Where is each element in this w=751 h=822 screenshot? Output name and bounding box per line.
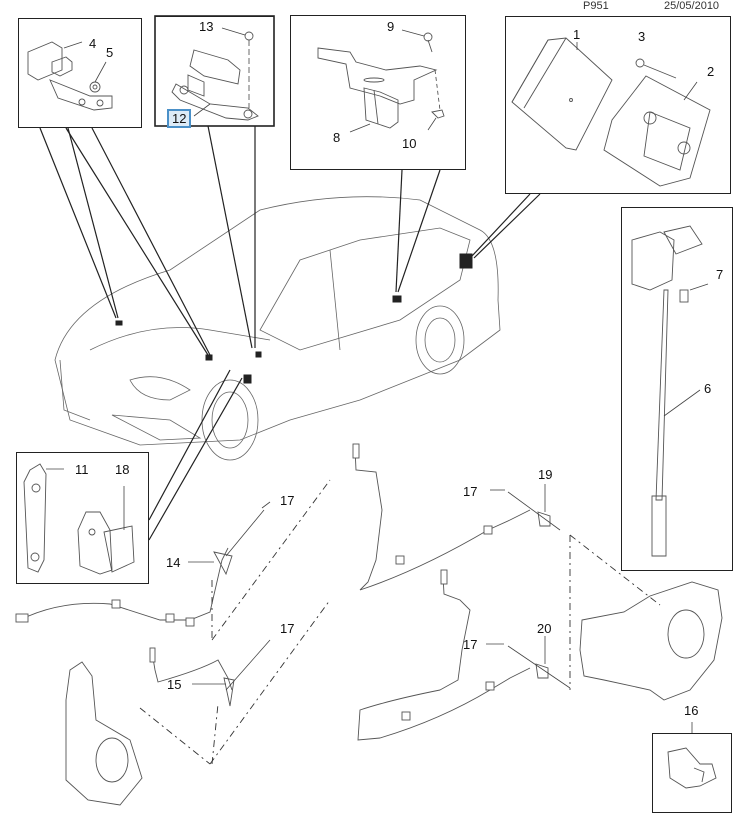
part-11-bracket-illustration bbox=[23, 463, 47, 573]
callout-17-front-right[interactable]: 17 bbox=[280, 621, 295, 636]
part-20-harness-illustration bbox=[357, 569, 549, 741]
part-10-clip-illustration bbox=[431, 109, 445, 119]
callout-3[interactable]: 3 bbox=[638, 29, 646, 44]
inset-box-8-9-10 bbox=[290, 15, 466, 170]
callout-2[interactable]: 2 bbox=[707, 64, 715, 79]
page-code: P951 bbox=[583, 0, 609, 12]
callout-17-rear-right[interactable]: 17 bbox=[463, 637, 478, 652]
front-knuckle-illustration bbox=[65, 661, 143, 806]
leader-lines bbox=[39, 125, 541, 541]
inset-box-11-18 bbox=[16, 452, 149, 584]
part-12-sensor-illustration bbox=[171, 49, 259, 121]
part-7-bolt-illustration bbox=[679, 289, 689, 303]
callout-19[interactable]: 19 bbox=[538, 467, 553, 482]
callout-8[interactable]: 8 bbox=[333, 130, 341, 145]
part-4-sensor-illustration bbox=[27, 41, 113, 111]
rear-knuckle-illustration bbox=[579, 581, 723, 701]
vehicle-outline-illustration bbox=[54, 196, 501, 461]
inset-box-6-7 bbox=[621, 207, 733, 571]
part-19-harness-illustration bbox=[352, 443, 551, 591]
inset-box-16 bbox=[652, 733, 732, 813]
part-8-bracket-illustration bbox=[317, 47, 438, 129]
callout-17-rear-left[interactable]: 17 bbox=[463, 484, 478, 499]
callout-1[interactable]: 1 bbox=[573, 27, 581, 42]
callout-10[interactable]: 10 bbox=[402, 136, 417, 151]
callout-14[interactable]: 14 bbox=[166, 555, 181, 570]
callout-13[interactable]: 13 bbox=[199, 19, 214, 34]
callout-4[interactable]: 4 bbox=[89, 36, 97, 51]
part-3-bolt-illustration bbox=[635, 58, 677, 79]
inset-box-4-5 bbox=[18, 18, 142, 128]
part-15-harness-illustration bbox=[149, 647, 235, 707]
inset-box-12-13 bbox=[155, 16, 274, 316]
callout-11[interactable]: 11 bbox=[75, 462, 89, 477]
callout-17-front-left[interactable]: 17 bbox=[280, 493, 295, 508]
inset-box-1-2-3 bbox=[505, 16, 731, 194]
callout-20[interactable]: 20 bbox=[537, 621, 552, 636]
callout-18[interactable]: 18 bbox=[115, 462, 130, 477]
inset-frame-12-13 bbox=[154, 15, 275, 127]
part-2-bracket-illustration bbox=[603, 75, 711, 187]
callout-16[interactable]: 16 bbox=[684, 703, 699, 718]
callout-12-selected[interactable]: 12 bbox=[167, 109, 192, 128]
callout-5[interactable]: 5 bbox=[106, 45, 114, 60]
part-13-nut-illustration bbox=[244, 31, 254, 41]
page-date: 25/05/2010 bbox=[664, 0, 720, 12]
vehicle-sensor-markers bbox=[115, 253, 473, 384]
part-6-sensor-illustration bbox=[631, 225, 703, 557]
callout-9[interactable]: 9 bbox=[387, 19, 395, 34]
part-16-connector-illustration bbox=[667, 747, 717, 789]
callout-7[interactable]: 7 bbox=[716, 267, 724, 282]
part-18-bracket-illustration bbox=[77, 511, 135, 575]
part-14-harness-illustration bbox=[15, 547, 233, 627]
part-9-bolt-illustration bbox=[423, 32, 433, 53]
callout-6[interactable]: 6 bbox=[704, 381, 712, 396]
callout-15[interactable]: 15 bbox=[167, 677, 182, 692]
part-5-nut-illustration bbox=[89, 81, 101, 93]
part-1-module-illustration bbox=[511, 37, 613, 151]
